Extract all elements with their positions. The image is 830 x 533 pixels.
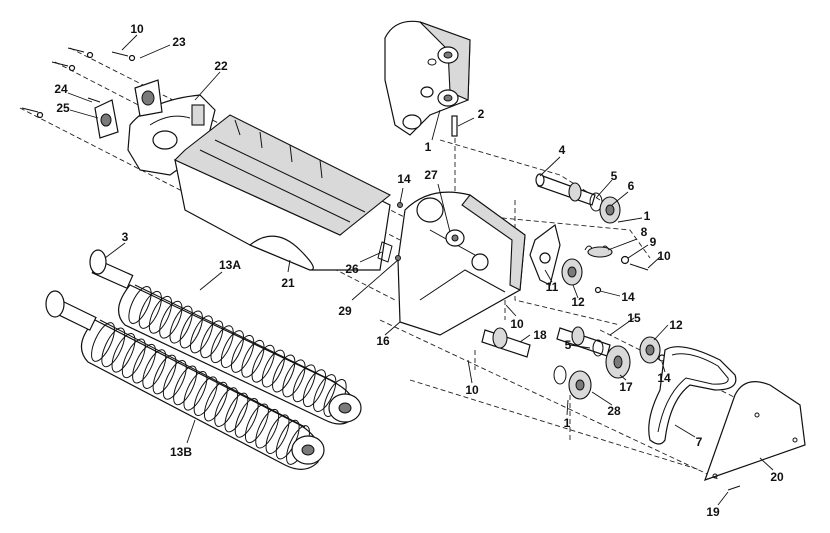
callout-10-bottom: 10: [465, 383, 479, 397]
callout-28: 28: [607, 404, 621, 418]
bolt-26: [377, 241, 393, 263]
callout-27: 27: [424, 168, 438, 182]
callout-26: 26: [345, 262, 359, 276]
callout-5-lower: 5: [564, 338, 572, 352]
callout-20: 20: [770, 470, 784, 484]
callout-23: 23: [172, 35, 186, 49]
retaining-ring-5-lower: [592, 339, 604, 357]
callout-8: 8: [640, 225, 648, 239]
belt-cover-20: [704, 381, 806, 481]
gear-17: [605, 345, 631, 379]
spring-8: [584, 245, 613, 258]
shaft-3-upper: [89, 249, 134, 290]
screw-10-right: [629, 263, 649, 271]
callout-6: 6: [627, 179, 635, 193]
screw-19: [727, 485, 741, 491]
pin-14-upper: [594, 286, 602, 294]
roller-13a: [118, 284, 362, 425]
callout-22: 22: [214, 59, 228, 73]
callout-21: 21: [281, 276, 295, 290]
callout-25: 25: [56, 101, 70, 115]
gear-12-lower: [639, 336, 661, 364]
retaining-ring-1-lower: [553, 365, 567, 385]
screw-14: [397, 202, 403, 208]
idler-arm-11: [529, 223, 561, 286]
shaft-3-lower: [45, 290, 97, 331]
callout-13b: 13B: [169, 445, 193, 459]
callout-16: 16: [376, 334, 390, 348]
callout-4: 4: [558, 143, 566, 157]
gear-6: [599, 196, 621, 224]
callout-14-upper: 14: [397, 172, 411, 186]
callout-10-top: 10: [130, 22, 144, 36]
drive-belt-7: [648, 346, 737, 445]
callout-15: 15: [627, 311, 641, 325]
shaft-4: [535, 173, 596, 206]
callout-11: 11: [545, 280, 559, 294]
callout-2: 2: [477, 107, 485, 121]
callout-17: 17: [619, 380, 633, 394]
callout-1-bottom: 1: [563, 416, 571, 430]
callout-14-mid: 14: [621, 290, 635, 304]
drive-shaft-18: [481, 327, 531, 358]
callout-1-housing: 1: [424, 140, 432, 154]
callout-18: 18: [533, 328, 547, 342]
callout-7: 7: [695, 435, 703, 449]
gear-12-upper: [561, 258, 583, 286]
center-side-plate: [377, 191, 526, 336]
leader-lines: [67, 34, 774, 506]
assembly-lines: [19, 47, 761, 481]
callout-9: 9: [649, 235, 657, 249]
callout-19: 19: [706, 505, 720, 519]
roller-13b: [80, 319, 325, 470]
callout-10-right: 10: [657, 249, 671, 263]
washer-9: [620, 255, 630, 265]
screw-29: [395, 255, 401, 261]
callout-14-lower: 14: [657, 371, 671, 385]
callout-29: 29: [338, 304, 352, 318]
callout-3: 3: [121, 230, 129, 244]
main-frame: [174, 114, 392, 271]
pin-2: [451, 115, 458, 137]
gear-housing-cover: [384, 20, 471, 137]
callout-1-right: 1: [643, 209, 651, 223]
callout-24: 24: [54, 82, 68, 96]
callout-12-lower: 12: [669, 318, 683, 332]
callout-5-upper: 5: [610, 169, 618, 183]
callout-10-center: 10: [510, 317, 524, 331]
callout-12-upper: 12: [571, 295, 585, 309]
callout-13a: 13A: [218, 258, 242, 272]
gear-28: [568, 370, 592, 400]
